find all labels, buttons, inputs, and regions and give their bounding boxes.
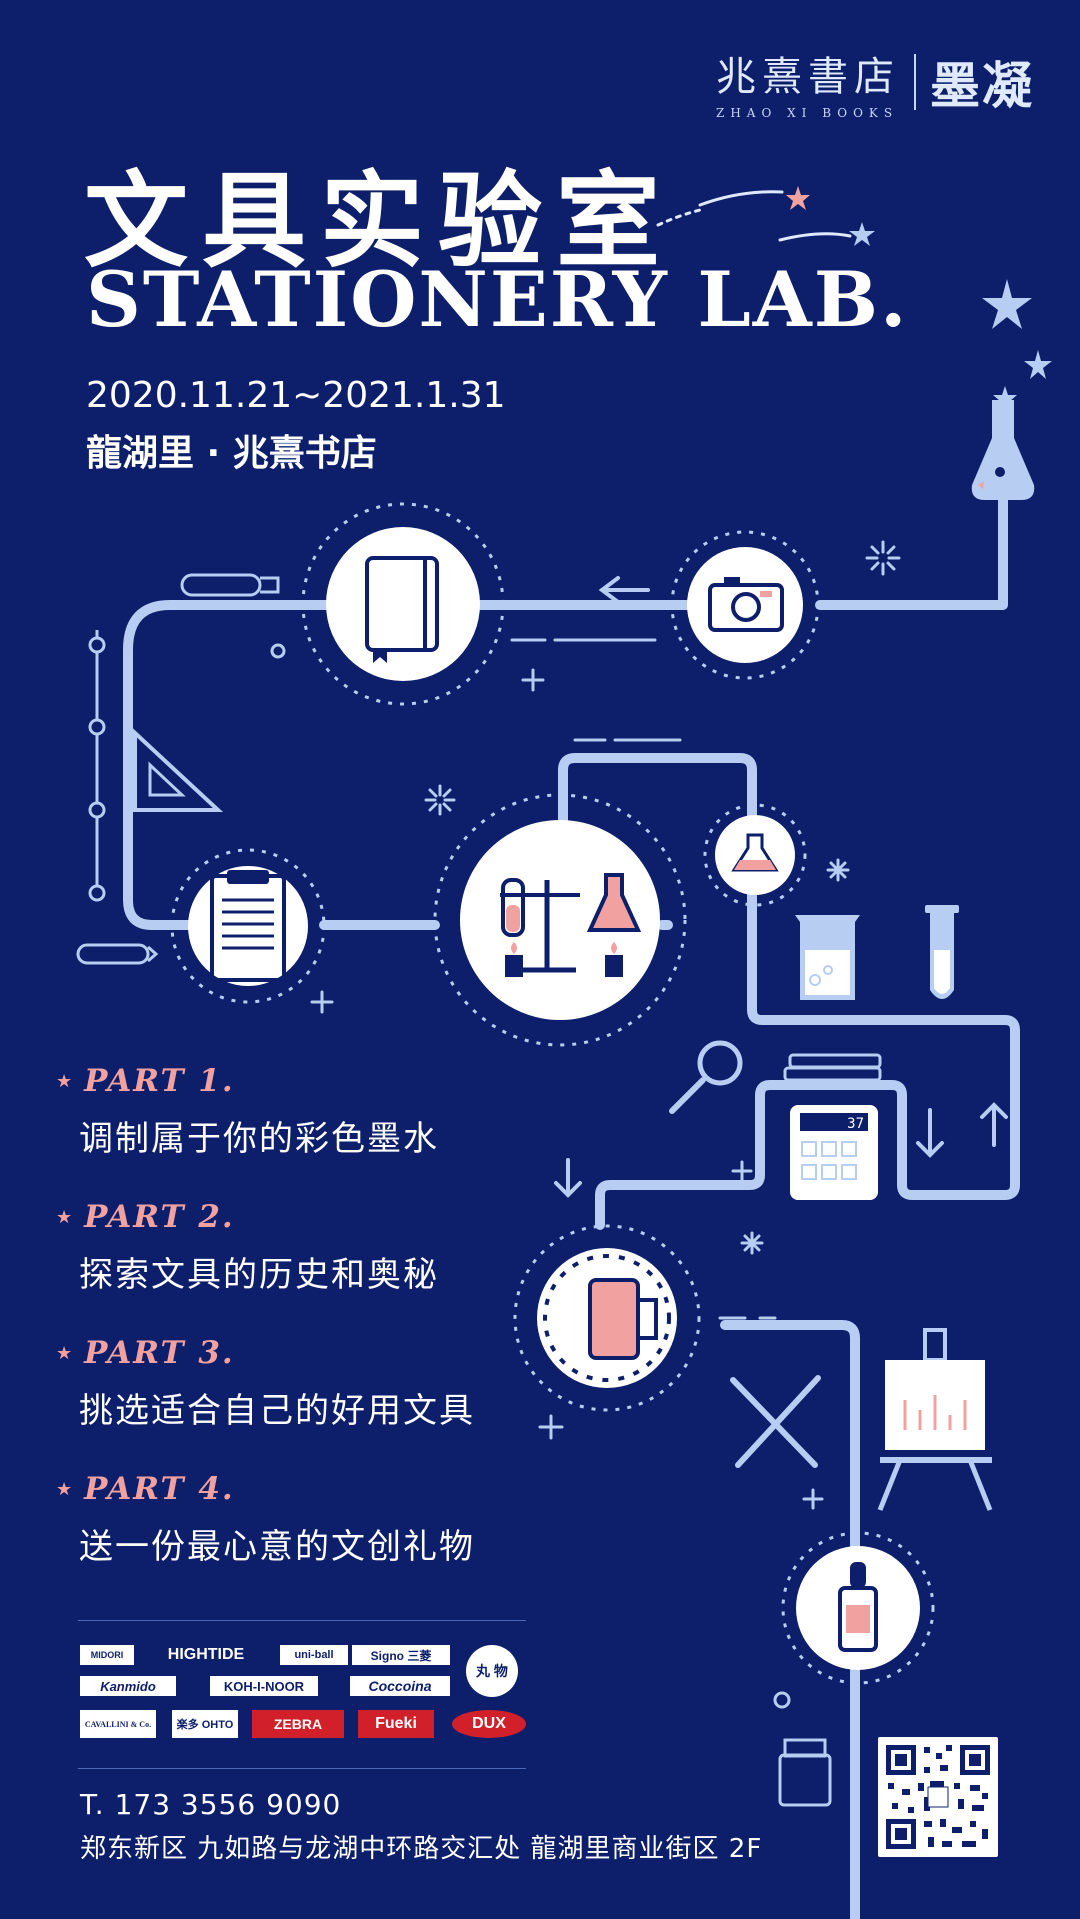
contact-phone: T. 173 3556 9090 [80, 1788, 342, 1821]
part-title: PART 2. [84, 1199, 235, 1235]
part-text: 送一份最心意的文创礼物 [79, 1527, 475, 1567]
sponsor-logo: KOH-I-NOOR [210, 1676, 318, 1696]
part-text: 调制属于你的彩色墨水 [79, 1119, 439, 1159]
books-stack [783, 1053, 882, 1082]
title-en: STATIONERY LAB. [86, 255, 909, 344]
divider-bottom [78, 1768, 526, 1769]
camera-icon [670, 530, 820, 680]
star-bullet-icon: ★ [56, 1342, 73, 1364]
sponsor-logo: DUX [452, 1710, 526, 1738]
easel-icon [877, 1328, 993, 1511]
sponsor-logo: uni-ball [280, 1645, 348, 1665]
contact-address: 郑东新区 九如路与龙湖中环路交汇处 龍湖里商业街区 2F [80, 1834, 763, 1864]
part-title: PART 1. [84, 1063, 235, 1099]
clipboard-icon [170, 848, 326, 1004]
sponsor-logo: ZEBRA [252, 1710, 344, 1738]
brush-icon [76, 943, 159, 965]
sponsor-logo: 楽多 OHTO [172, 1710, 238, 1738]
test-tube-icon [925, 905, 959, 999]
sponsor-logo: Fueki [358, 1710, 434, 1738]
calculator-icon: 37 [790, 1105, 878, 1200]
triangle-ruler-icon [133, 728, 224, 812]
sponsor-logo: Kanmido [80, 1676, 176, 1696]
sponsor-logo: CAVALLINI & Co. [80, 1710, 156, 1738]
part-1: ★ PART 1. 调制属于你的彩色墨水 [56, 1063, 439, 1160]
sponsor-logo: Signo 三菱 [352, 1645, 450, 1665]
divider-top [78, 1620, 526, 1621]
star-icon [993, 386, 1017, 410]
dropper-bottle-icon [781, 1531, 935, 1685]
qr-code-icon [878, 1737, 998, 1857]
sponsor-logo: HIGHTIDE [154, 1645, 258, 1665]
part-text: 挑选适合自己的好用文具 [79, 1391, 475, 1431]
sponsor-logo: 丸 物 [466, 1645, 518, 1697]
star-icon [849, 222, 875, 246]
part-text: 探索文具的历史和奥秘 [79, 1255, 439, 1295]
beaker-icon [795, 915, 860, 1000]
flask-icon [971, 400, 1035, 500]
event-venue: 龍湖里 · 兆熹书店 [86, 433, 377, 474]
part-2: ★ PART 2. 探索文具的历史和奥秘 [56, 1199, 439, 1296]
event-dates: 2020.11.21~2021.1.31 [86, 375, 506, 416]
sponsor-logo: MIDORI [80, 1645, 134, 1665]
marker-icon [180, 573, 280, 597]
part-4: ★ PART 4. 送一份最心意的文创礼物 [56, 1471, 475, 1568]
brand-divider [914, 54, 916, 110]
title-cn: 文具实验室 [84, 160, 675, 282]
star-icon [786, 186, 810, 210]
part-title: PART 3. [84, 1335, 235, 1371]
ink-bottle-icon [513, 1224, 701, 1412]
jar-icon [778, 1738, 832, 1807]
brand-name-cn: 兆熹書店 [716, 54, 900, 100]
star-bullet-icon: ★ [56, 1070, 73, 1092]
star-bullet-icon: ★ [56, 1206, 73, 1228]
star-bullet-icon: ★ [56, 1478, 73, 1500]
star-icon [982, 279, 1032, 329]
part-3: ★ PART 3. 挑选适合自己的好用文具 [56, 1335, 475, 1432]
notebook-icon [301, 502, 505, 706]
sub-brand: 墨凝 [930, 57, 1034, 115]
sponsor-logo: Coccoina [350, 1676, 450, 1696]
chemistry-stand-icon [433, 793, 687, 1047]
brand-logo: 兆熹書店 ZHAO XI BOOKS 墨凝 [716, 44, 1034, 120]
star-icon [1024, 350, 1052, 379]
brand-name-en: ZHAO XI BOOKS [716, 106, 899, 120]
magnifier-icon [669, 1040, 743, 1114]
crossed-pens [730, 1375, 821, 1468]
part-title: PART 4. [84, 1471, 235, 1507]
small-flask-node [703, 803, 807, 907]
calculator-display: 37 [847, 1116, 864, 1132]
